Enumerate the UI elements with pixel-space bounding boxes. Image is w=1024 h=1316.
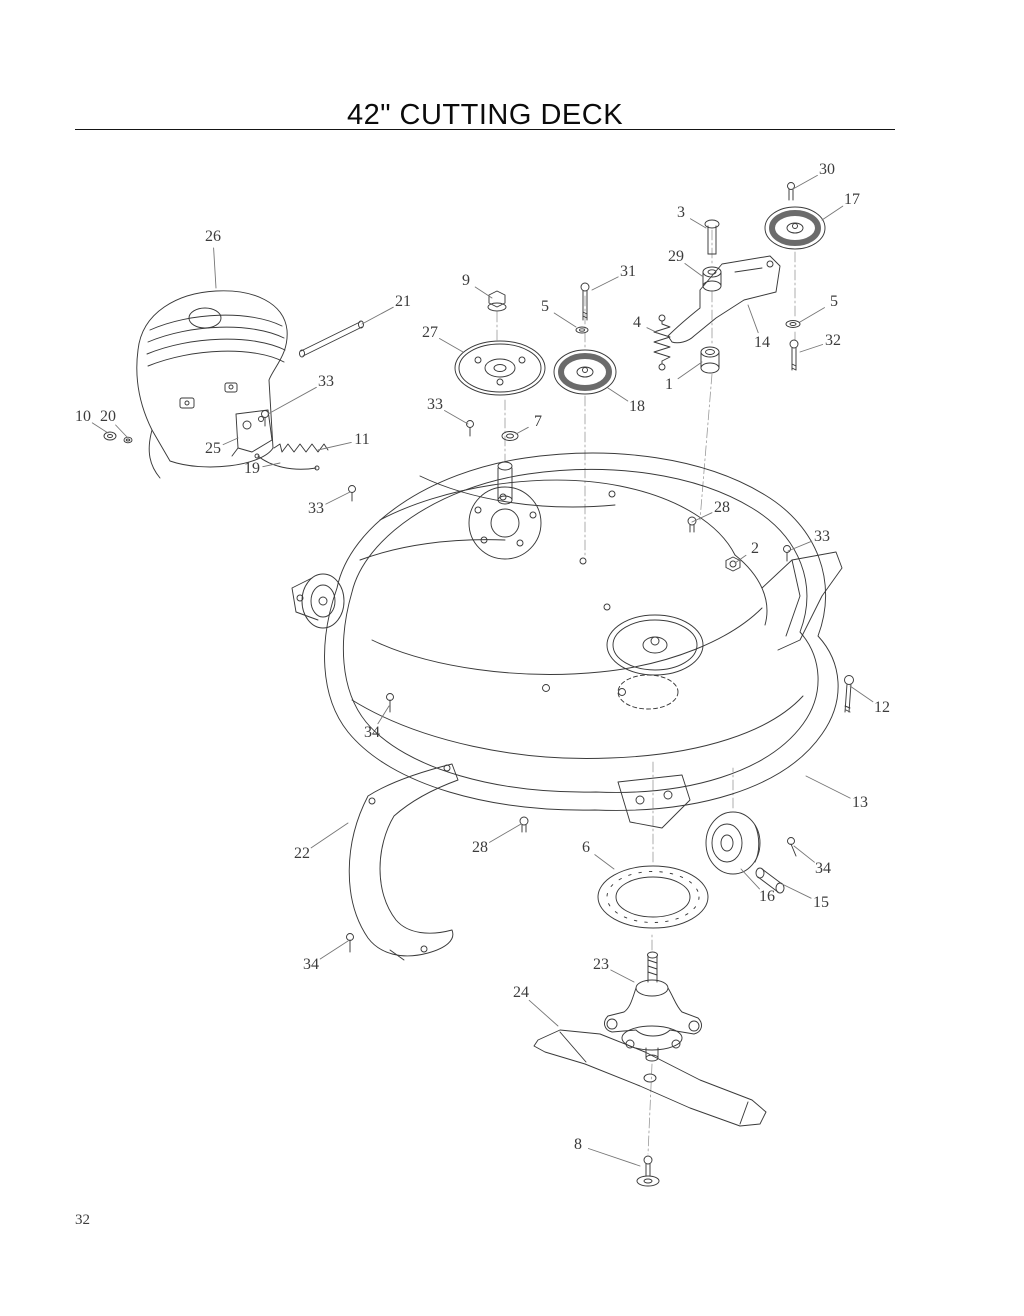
deck-bolts xyxy=(519,516,741,833)
leader-line xyxy=(361,306,394,325)
leader-line xyxy=(489,823,522,843)
flat-pulley xyxy=(454,340,546,396)
leader-line xyxy=(691,512,713,523)
leader-line xyxy=(591,276,619,291)
screws-33 xyxy=(261,410,791,562)
leader-line xyxy=(515,426,529,435)
leader-line xyxy=(91,422,109,434)
title-divider xyxy=(75,129,895,130)
idler-pulley-right xyxy=(764,182,826,371)
leader-line xyxy=(587,1148,641,1167)
leader-line xyxy=(439,338,464,353)
idler-pulley xyxy=(553,282,617,395)
leader-line xyxy=(821,205,844,221)
friction-ring xyxy=(597,865,709,929)
leader-line xyxy=(689,218,707,229)
roll-pin xyxy=(299,320,364,358)
leader-line xyxy=(849,685,874,703)
leader-line xyxy=(793,845,815,863)
extension-spring xyxy=(653,314,671,371)
leader-line xyxy=(610,969,635,983)
leader-line xyxy=(317,441,352,451)
leader-line xyxy=(444,410,469,425)
spindle-assembly xyxy=(604,951,702,1062)
leader-line xyxy=(594,854,615,870)
leader-line xyxy=(607,387,629,402)
leader-line xyxy=(734,554,747,564)
leader-line xyxy=(267,386,317,415)
leader-line xyxy=(553,312,577,328)
leader-line xyxy=(115,424,128,438)
assembly-center-lines xyxy=(496,229,796,1155)
leader-line xyxy=(747,304,759,334)
leader-line xyxy=(325,491,351,505)
deck-shell xyxy=(291,452,843,829)
deck-wheel xyxy=(705,811,785,894)
leader-lines xyxy=(91,174,874,1167)
leader-line xyxy=(787,540,813,552)
fasteners-right xyxy=(346,675,854,953)
leader-line xyxy=(684,263,703,277)
leader-line xyxy=(262,462,281,468)
page-number: 32 xyxy=(75,1212,90,1228)
leader-line xyxy=(319,940,349,960)
washer-7 xyxy=(501,431,519,441)
leader-line xyxy=(646,327,659,334)
leader-line xyxy=(528,999,559,1027)
leader-line xyxy=(222,437,239,446)
leader-line xyxy=(377,705,390,725)
leader-line xyxy=(792,174,818,190)
leader-line xyxy=(805,775,851,799)
engagement-bracket xyxy=(103,409,329,471)
leader-line xyxy=(310,822,349,849)
mower-blade xyxy=(533,1029,767,1187)
leader-line xyxy=(781,883,812,899)
discharge-baffle xyxy=(348,763,459,961)
leader-line xyxy=(474,286,493,299)
idler-arm xyxy=(667,219,781,374)
leader-line xyxy=(799,344,824,353)
flange-nut xyxy=(487,290,507,312)
leader-line xyxy=(740,868,760,890)
leader-line xyxy=(677,361,703,380)
page-title: 42" CUTTING DECK xyxy=(346,99,624,132)
leader-line xyxy=(799,307,825,323)
leader-line xyxy=(213,247,217,289)
belt-cover xyxy=(136,290,288,479)
